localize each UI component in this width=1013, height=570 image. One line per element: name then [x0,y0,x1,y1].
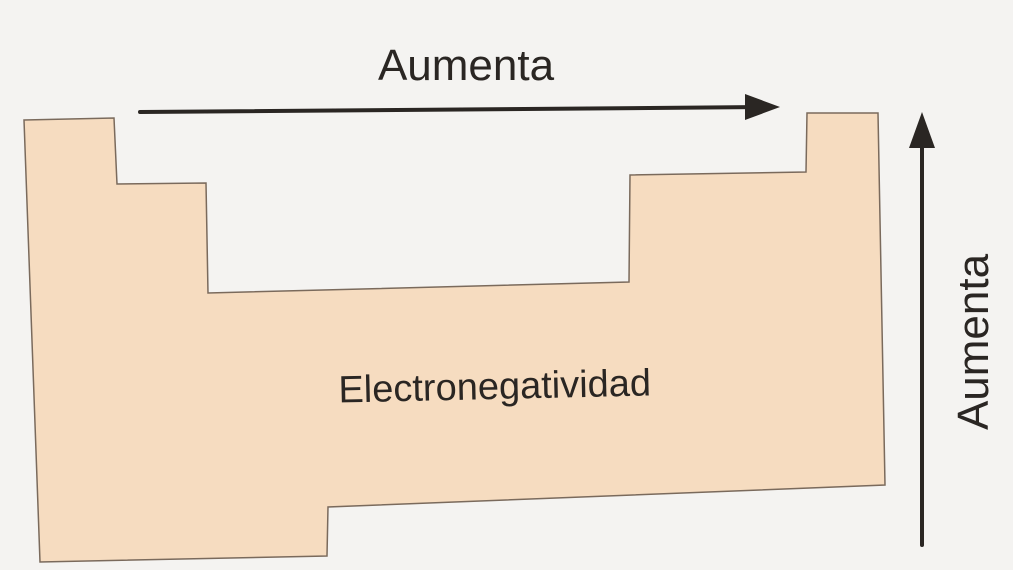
vertical-arrow-label: Aumenta [949,253,998,430]
horizontal-arrow-label: Aumenta [378,41,555,90]
diagram-title: Electronegatividad [338,362,652,411]
horizontal-arrowhead [745,94,780,120]
vertical-arrowhead [909,112,935,148]
horizontal-increase-arrow [138,102,772,114]
periodic-table-shape [23,112,886,563]
